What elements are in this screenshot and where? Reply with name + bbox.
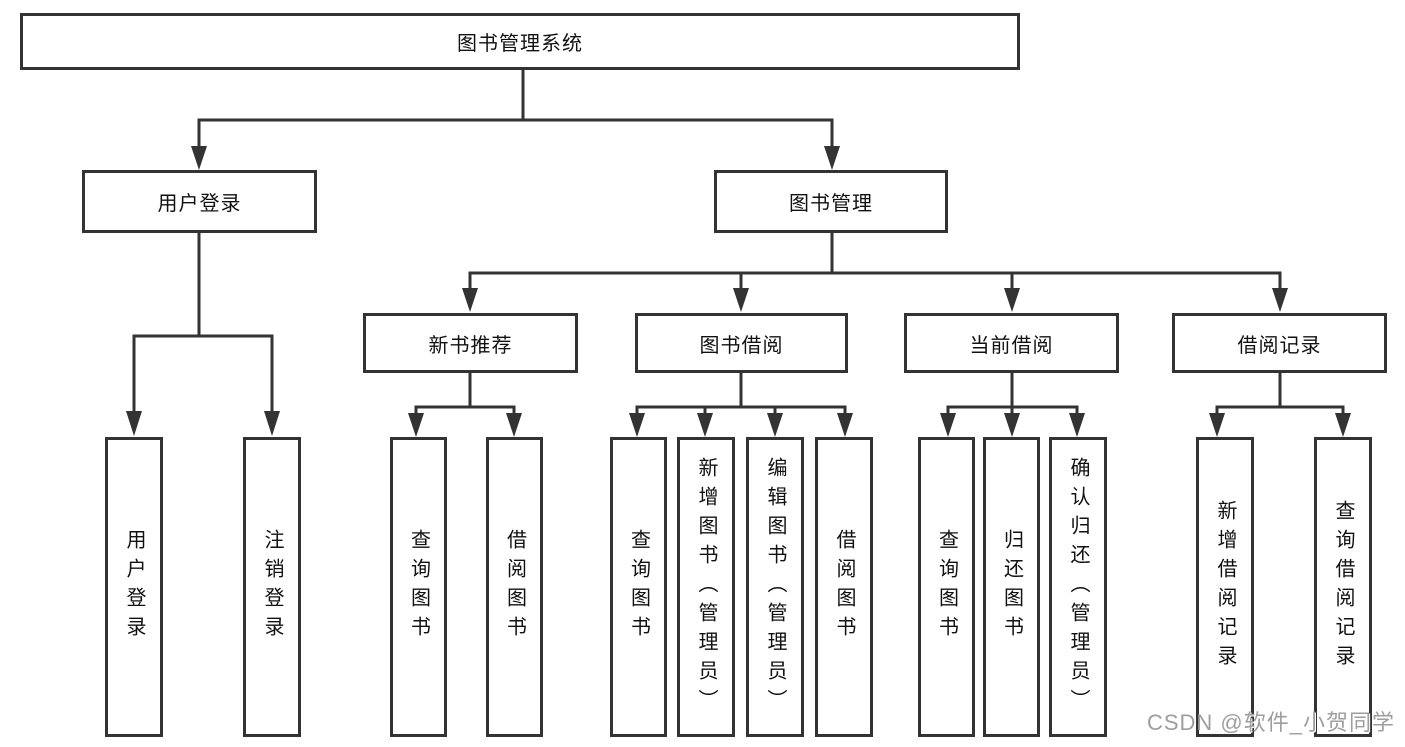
node-book-borrowing: 图书借阅 bbox=[635, 313, 848, 373]
node-new-book-recommend: 新书推荐 bbox=[363, 313, 578, 373]
leaf-bb-query-books: 查询图书 bbox=[610, 437, 667, 737]
leaf-br-add-record: 新增借阅记录 bbox=[1196, 437, 1254, 737]
leaf-bb-add-books-admin: 新增图书（管理员） bbox=[677, 437, 735, 737]
node-current-borrowing: 当前借阅 bbox=[904, 313, 1119, 373]
watermark: CSDN @软件_小贺同学 bbox=[1146, 710, 1395, 735]
leaf-bb-borrow-books: 借阅图书 bbox=[815, 437, 873, 737]
leaf-nbr-query-books: 查询图书 bbox=[390, 437, 447, 737]
leaf-cb-return-books: 归还图书 bbox=[983, 437, 1040, 737]
node-borrowing-records: 借阅记录 bbox=[1172, 313, 1387, 373]
leaf-nbr-borrow-books: 借阅图书 bbox=[486, 437, 543, 737]
connector-borrow-records-to-leaves bbox=[1209, 373, 1351, 437]
connector-root-to-level1 bbox=[191, 70, 840, 170]
node-book-management: 图书管理 bbox=[714, 170, 948, 233]
leaf-cb-confirm-return-admin: 确认归还（管理员） bbox=[1049, 437, 1107, 737]
node-user-login: 用户登录 bbox=[82, 170, 317, 233]
connector-book-mgmt-to-level2 bbox=[462, 233, 1288, 312]
connector-new-book-to-leaves bbox=[408, 373, 522, 437]
leaf-br-query-record: 查询借阅记录 bbox=[1314, 437, 1372, 737]
connector-book-borrow-to-leaves bbox=[629, 373, 853, 437]
leaf-user-login: 用户登录 bbox=[105, 437, 163, 737]
leaf-logout: 注销登录 bbox=[243, 437, 301, 737]
node-root: 图书管理系统 bbox=[20, 13, 1020, 70]
leaf-bb-edit-books-admin: 编辑图书（管理员） bbox=[746, 437, 804, 737]
connector-user-login-to-leaves bbox=[126, 233, 280, 436]
leaf-cb-query-books: 查询图书 bbox=[918, 437, 975, 737]
connector-current-borrow-to-leaves bbox=[940, 373, 1085, 437]
